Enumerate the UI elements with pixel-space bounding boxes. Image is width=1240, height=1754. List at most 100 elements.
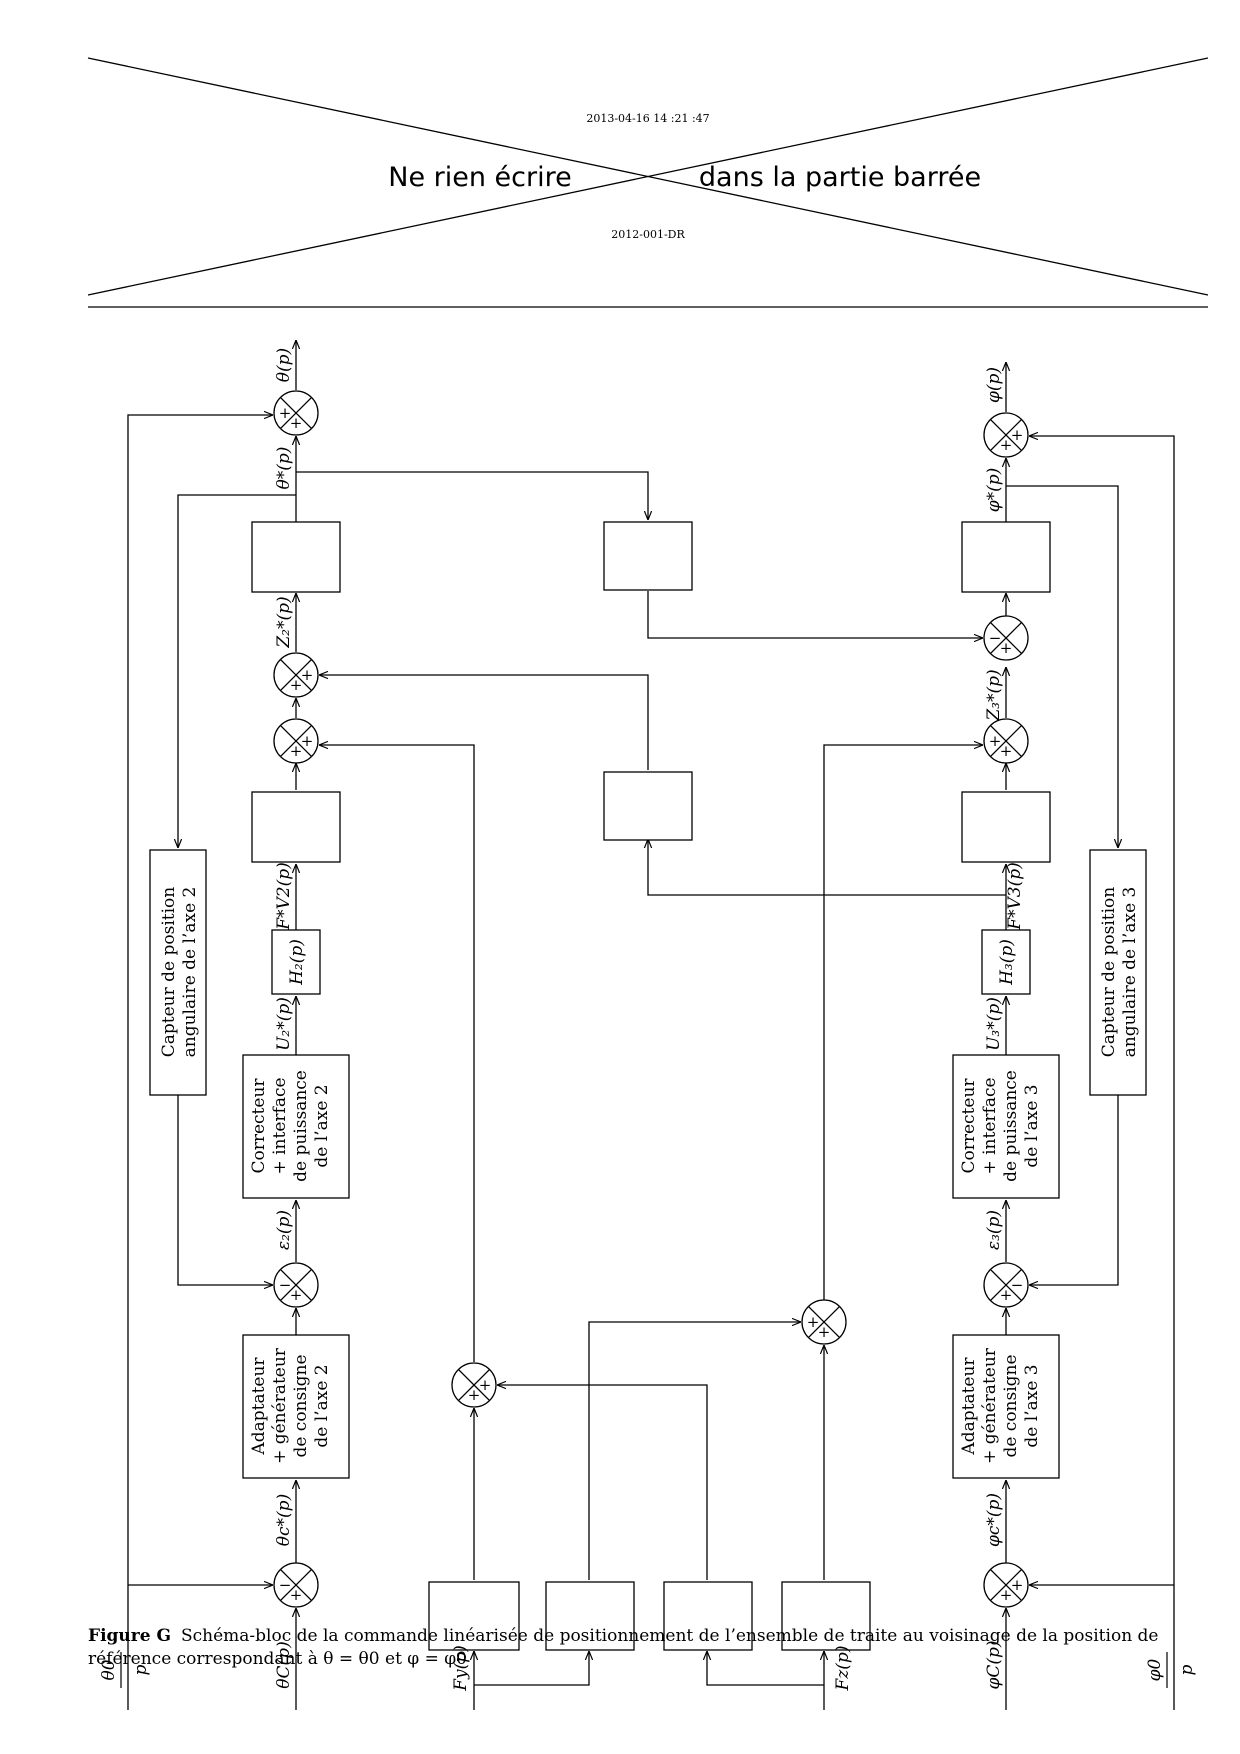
axis3-h3-block xyxy=(981,929,1031,995)
theta0-denominator: p xyxy=(131,1664,151,1675)
axis3-output-summer xyxy=(983,412,1029,458)
axis3-unknown-block-middle xyxy=(961,791,1051,863)
axis3-z3-label: Z₃*(p) xyxy=(984,669,1004,721)
svg-text:+: + xyxy=(1011,1576,1024,1594)
axis2-z2-summer xyxy=(273,652,319,698)
axis3-phi-c-star-label: φc*(p) xyxy=(984,1493,1004,1547)
axis3-input-summer xyxy=(983,1562,1029,1608)
axis3-adapter-line-4: de l’axe 3 xyxy=(1022,1364,1042,1447)
coupling-block-middle xyxy=(603,771,693,841)
svg-text:+: + xyxy=(1000,436,1013,454)
header-timestamp: 2013-04-16 14 :21 :47 xyxy=(586,112,709,125)
axis2-unknown-block-middle xyxy=(251,791,341,863)
axis3-output-label: φ(p) xyxy=(984,367,1004,403)
axis2-corrector-block xyxy=(242,1054,350,1199)
axis2-eps2-label: ε₂(p) xyxy=(274,1210,294,1250)
svg-text:+: + xyxy=(279,404,292,422)
svg-text:+: + xyxy=(301,732,314,750)
axis2-sensor-block xyxy=(149,849,207,1096)
svg-text:+: + xyxy=(1000,742,1013,760)
axis2-h2-block xyxy=(271,929,321,995)
phi0-denominator: p xyxy=(1177,1664,1197,1675)
figure-caption-text: Schéma-bloc de la commande linéarisée de… xyxy=(88,1626,1159,1669)
svg-text:−: − xyxy=(1011,1276,1024,1294)
crossed-out-header xyxy=(87,57,1209,308)
axis2-adapter-line-4: de l’axe 2 xyxy=(312,1364,332,1447)
svg-text:+: + xyxy=(479,1376,492,1394)
svg-text:+: + xyxy=(290,1286,303,1304)
svg-text:+: + xyxy=(468,1386,481,1404)
fy-coupling-summer xyxy=(451,1362,497,1408)
fy-input-label: Fy(p) xyxy=(451,1645,471,1692)
disturbance-block-2 xyxy=(545,1581,635,1651)
axis3-phi-star-label: φ*(p) xyxy=(984,468,1004,513)
svg-text:−: − xyxy=(279,1276,292,1294)
summer-signs: ++ ++ ++ +− +− ++ +− ++ +− ++ ++ ++ xyxy=(279,404,1024,1604)
axis3-corrector-line-1: Correcteur xyxy=(959,1078,979,1174)
svg-text:+: + xyxy=(290,742,303,760)
disturbance-block-3 xyxy=(663,1581,753,1651)
axis2-input-summer xyxy=(273,1562,319,1608)
svg-text:+: + xyxy=(1011,426,1024,444)
axis2-corrector-line-3: de puissance xyxy=(291,1070,311,1182)
axis2-adapter-line-1: Adaptateur xyxy=(249,1357,269,1456)
svg-text:−: − xyxy=(989,629,1002,647)
axis3-h3-label: H₃(p) xyxy=(997,939,1017,986)
disturbance-block-1 xyxy=(428,1581,520,1651)
svg-text:+: + xyxy=(1000,1586,1013,1604)
theta0-numerator: θ0 xyxy=(99,1659,119,1680)
axis3-corrector-block xyxy=(952,1054,1060,1199)
axis3-coupling-summer xyxy=(983,615,1029,661)
svg-text:+: + xyxy=(818,1323,831,1341)
axis2-sensor-line-2: angulaire de l’axe 2 xyxy=(180,887,200,1058)
axis3-unknown-block-top xyxy=(961,521,1051,593)
axis2-unknown-block-top xyxy=(251,521,341,593)
svg-text:+: + xyxy=(290,1586,303,1604)
svg-text:+: + xyxy=(1000,639,1013,657)
disturbance-block-4 xyxy=(781,1581,871,1651)
fraction-bars xyxy=(120,1652,1168,1688)
axis3-eps3-label: ε₃(p) xyxy=(984,1210,1004,1250)
axis2-adapter-block xyxy=(242,1334,350,1479)
axis3-u3-label: U₃*(p) xyxy=(984,997,1004,1051)
axis2-output-label: θ(p) xyxy=(274,348,294,382)
svg-text:+: + xyxy=(807,1313,820,1331)
axis3-disturbance-summer xyxy=(983,718,1029,764)
fz-coupling-summer xyxy=(801,1299,847,1345)
axis2-corrector-line-4: de l’axe 2 xyxy=(312,1084,332,1167)
axis2-h2-label: H₂(p) xyxy=(287,939,307,986)
axis3-corrector-line-4: de l’axe 3 xyxy=(1022,1084,1042,1167)
axis3-adapter-block xyxy=(952,1334,1060,1479)
svg-text:+: + xyxy=(1000,1286,1013,1304)
axis2-z2-label: Z₂*(p) xyxy=(274,596,294,648)
header-warning-left: Ne rien écrire xyxy=(388,162,571,193)
figure-caption-label: Figure G xyxy=(88,1626,171,1646)
axis2-theta-c-label: θC(p) xyxy=(274,1641,294,1688)
axis3-adapter-line-2: + générateur xyxy=(980,1347,1000,1464)
axis3-sensor-block xyxy=(1089,849,1147,1096)
axis3-adapter-line-1: Adaptateur xyxy=(959,1357,979,1456)
axis2-adapter-line-3: de consigne xyxy=(291,1354,311,1457)
axis3-fv3-label: F*V3(p) xyxy=(1005,862,1025,931)
axis3-adapter-line-3: de consigne xyxy=(1001,1354,1021,1457)
svg-text:+: + xyxy=(989,732,1002,750)
axis3-phi-c-label: φC(p) xyxy=(984,1640,1004,1689)
axis2-u2-label: U₂*(p) xyxy=(274,997,294,1051)
axis2-corrector-line-1: Correcteur xyxy=(249,1078,269,1174)
signal-lines xyxy=(127,340,1175,1710)
header-doc-code: 2012-001-DR xyxy=(611,228,685,241)
axis3-corrector-line-2: + interface xyxy=(980,1077,1000,1174)
axis2-disturbance-summer xyxy=(273,718,319,764)
axis3-sensor-line-1: Capteur de position xyxy=(1099,887,1119,1058)
svg-text:+: + xyxy=(301,666,314,684)
header-warning-right: dans la partie barrée xyxy=(699,162,981,193)
axis2-theta-c-star-label: θc*(p) xyxy=(274,1494,294,1546)
svg-text:−: − xyxy=(279,1576,292,1594)
axis2-adapter-line-2: + générateur xyxy=(270,1347,290,1464)
axis3-corrector-line-3: de puissance xyxy=(1001,1070,1021,1182)
axis2-theta-star-label: θ*(p) xyxy=(274,447,294,490)
phi0-numerator: φ0 xyxy=(1145,1658,1165,1681)
svg-text:+: + xyxy=(290,676,303,694)
